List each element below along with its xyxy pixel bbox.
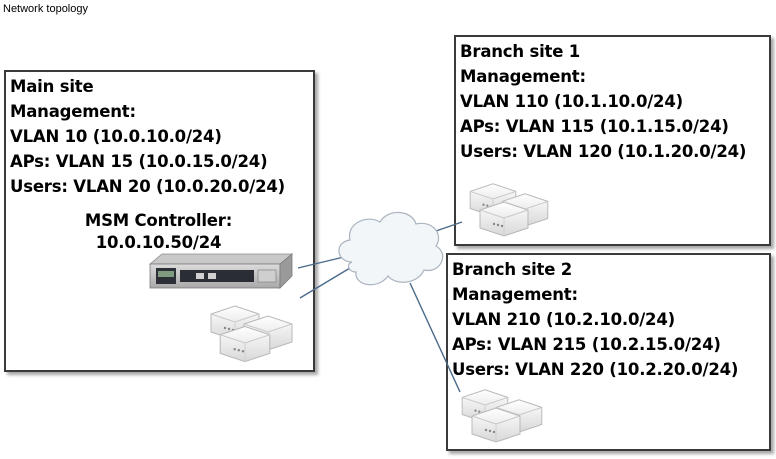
main-site-line: APs: VLAN 15 (10.0.15.0/24) <box>10 152 268 171</box>
branch1-line: Users: VLAN 120 (10.1.20.0/24) <box>460 142 747 161</box>
branch2-line: APs: VLAN 215 (10.2.15.0/24) <box>452 335 721 354</box>
diagram-caption: Network topology <box>3 3 88 15</box>
main-site-box: Main site Management: VLAN 10 (10.0.10.0… <box>4 70 315 372</box>
branch2-title: Branch site 2 <box>452 260 573 279</box>
branch-site-1-box: Branch site 1 Management: VLAN 110 (10.1… <box>454 35 771 246</box>
branch1-line: Management: <box>460 67 586 86</box>
main-site-line: VLAN 10 (10.0.10.0/24) <box>10 127 222 146</box>
controller-title: MSM Controller: <box>84 211 233 230</box>
network-links <box>297 221 463 393</box>
controller-ip: 10.0.10.50/24 <box>95 233 222 252</box>
branch1-line: APs: VLAN 115 (10.1.15.0/24) <box>460 117 729 136</box>
branch1-title: Branch site 1 <box>460 42 581 61</box>
main-site-line: Management: <box>10 102 136 121</box>
main-site-line: Users: VLAN 20 (10.0.20.0/24) <box>10 177 285 196</box>
branch1-line: VLAN 110 (10.1.10.0/24) <box>460 92 683 111</box>
cloud-icon <box>338 211 444 286</box>
branch2-line: VLAN 210 (10.2.10.0/24) <box>452 310 675 329</box>
branch2-line: Management: <box>452 285 578 304</box>
branch-site-2-box: Branch site 2 Management: VLAN 210 (10.2… <box>446 253 771 451</box>
branch2-line: Users: VLAN 220 (10.2.20.0/24) <box>452 360 739 379</box>
main-site-title: Main site <box>10 77 94 96</box>
controller-label: MSM Controller: 10.0.10.50/24 <box>6 210 311 254</box>
